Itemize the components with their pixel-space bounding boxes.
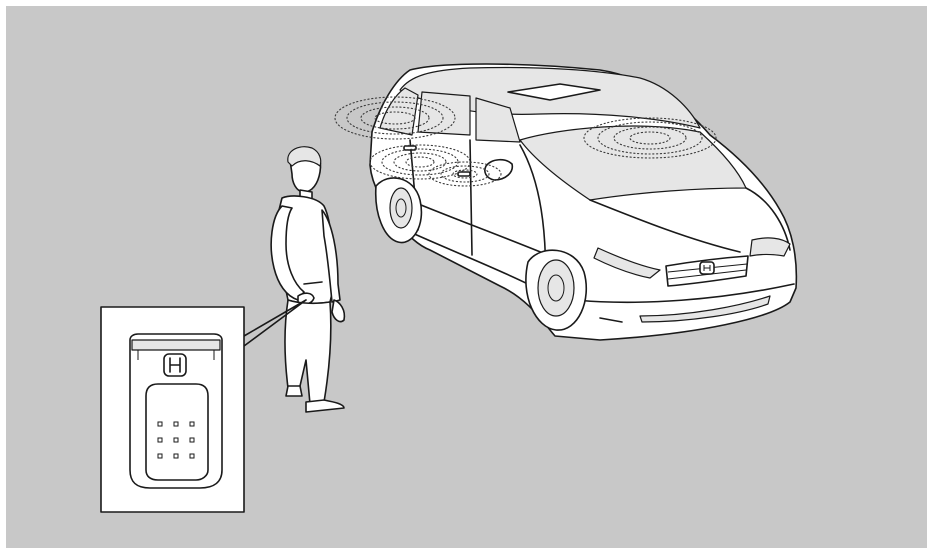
- minivan: [370, 64, 796, 340]
- person-hand-far: [332, 300, 344, 322]
- headlight-right: [750, 238, 790, 256]
- key-fob-panel: [146, 384, 208, 480]
- key-fob-callout: [101, 300, 306, 512]
- h-emblem-icon: [700, 262, 714, 274]
- key-fob-top: [132, 340, 220, 350]
- person-shoe-front: [306, 400, 344, 412]
- rear-window: [380, 88, 418, 135]
- front-wheel: [526, 250, 586, 330]
- person: [271, 147, 344, 412]
- rear-wheel: [376, 178, 422, 243]
- person-shoe-back: [286, 386, 302, 396]
- smart-key-fob: [130, 334, 222, 488]
- h-emblem-icon: [164, 354, 186, 376]
